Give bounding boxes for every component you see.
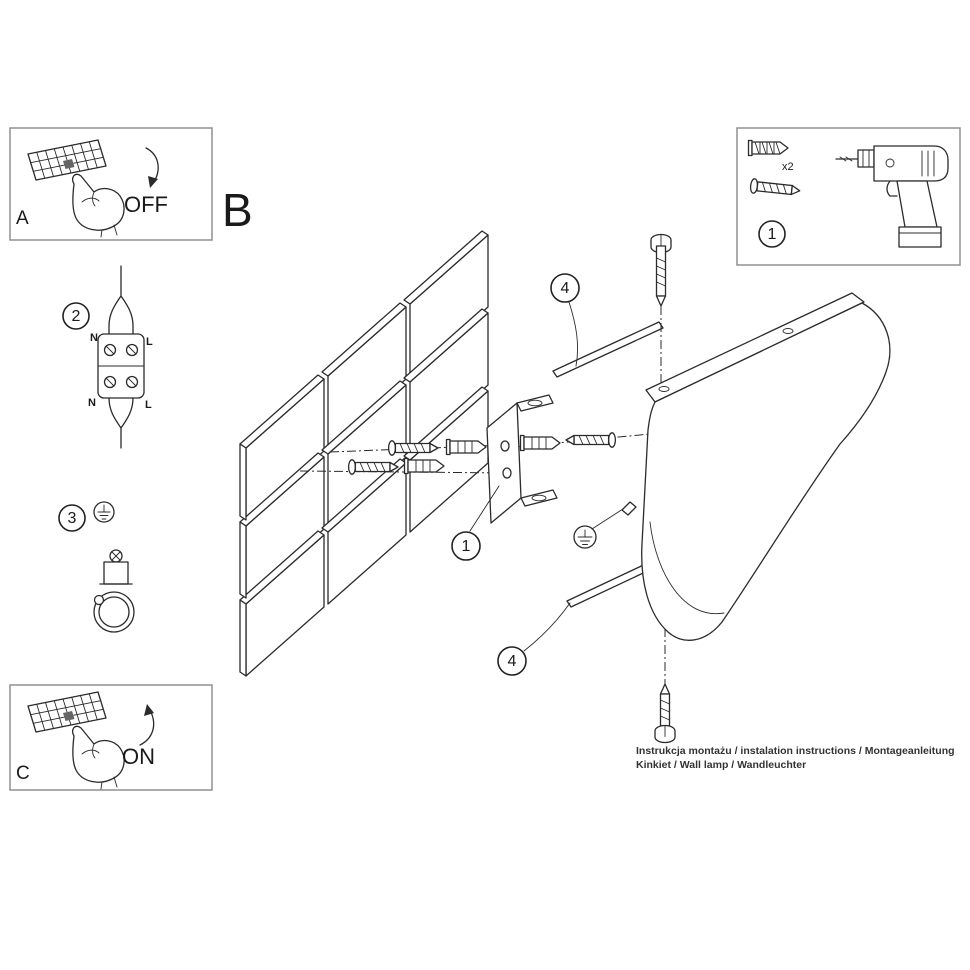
wall-panels bbox=[239, 230, 489, 677]
callout-4-bottom-circle bbox=[497, 646, 527, 676]
wire-n-bottom-label: N bbox=[88, 397, 96, 409]
wire-l-bottom-label: L bbox=[145, 399, 152, 411]
earth-symbol-icon bbox=[93, 501, 115, 523]
main-callouts: 1 4 4 bbox=[451, 273, 580, 676]
panel-c-frame bbox=[9, 684, 213, 791]
callout-2-circle bbox=[62, 302, 90, 330]
mounting-screw-icon bbox=[565, 432, 617, 448]
anchor-quantity-label: x2 bbox=[782, 161, 794, 173]
callout-4-top-number: 4 bbox=[561, 280, 570, 297]
switch-on-label: ON bbox=[122, 744, 155, 769]
section-b-label: B bbox=[222, 184, 253, 236]
wiring-diagram: 2 N L N L bbox=[62, 265, 153, 449]
footer-line2: Kinkiet / Wall lamp / Wandleuchter bbox=[636, 759, 806, 771]
callout-1-number: 1 bbox=[462, 538, 471, 555]
footer-caption: Instrukcja montażu / instalation instruc… bbox=[636, 745, 955, 771]
arrow-up-icon bbox=[139, 704, 155, 746]
cable-clamp-graphic bbox=[93, 549, 135, 633]
switch-off-label: OFF bbox=[124, 192, 168, 217]
wall-plug-icon bbox=[747, 139, 789, 157]
panel-c-letter: C bbox=[16, 763, 30, 784]
callout-3-circle bbox=[58, 504, 86, 532]
grounding-step: 3 bbox=[58, 501, 135, 633]
wall-bracket bbox=[486, 394, 558, 524]
callout-2-number: 2 bbox=[72, 308, 81, 325]
callout-1-toolbox-circle bbox=[758, 220, 786, 248]
mounting-rails bbox=[552, 321, 674, 608]
callout-4-top-circle bbox=[550, 273, 580, 303]
callout-4-bottom-number: 4 bbox=[508, 653, 517, 670]
callout-1-toolbox-number: 1 bbox=[768, 226, 777, 243]
footer-line1: Instrukcja montażu / instalation instruc… bbox=[636, 745, 955, 757]
top-fixing-screw bbox=[650, 233, 672, 307]
callout-3-number: 3 bbox=[68, 510, 77, 527]
wall-plug-icon bbox=[445, 438, 487, 456]
wall-plug-icon bbox=[403, 457, 445, 475]
wire-l-top-label: L bbox=[146, 336, 153, 348]
panel-a-frame bbox=[9, 127, 213, 241]
panel-a-letter: A bbox=[16, 208, 29, 229]
wire-n-top-label: N bbox=[90, 332, 98, 344]
arrow-down-icon bbox=[145, 147, 159, 188]
panel-a: OFF A bbox=[9, 127, 213, 241]
callout-1-circle bbox=[451, 531, 481, 561]
wall-plug-icon bbox=[519, 434, 561, 452]
wall-lamp-body bbox=[641, 292, 891, 641]
toolbox-panel: x2 1 bbox=[736, 127, 961, 266]
drill-icon bbox=[835, 145, 949, 248]
bottom-fixing-screw bbox=[654, 683, 676, 744]
panel-c: ON C bbox=[9, 684, 213, 791]
lamp-ground-point bbox=[573, 501, 637, 549]
